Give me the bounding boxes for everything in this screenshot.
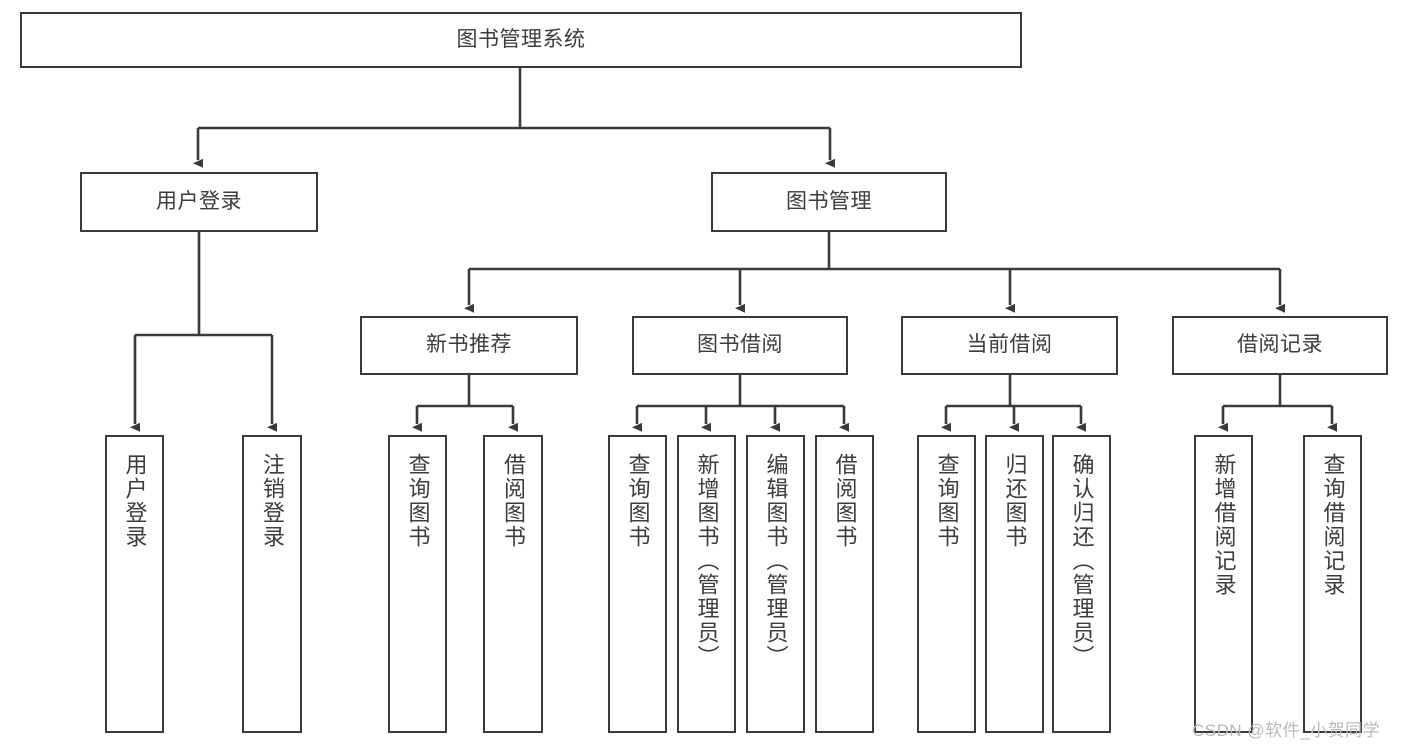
- node-user-login[interactable]: 用户登录: [80, 172, 318, 232]
- node-label: 查询借阅记录: [1320, 453, 1346, 597]
- node-leaf-add-borrow-record[interactable]: 新增借阅记录: [1194, 435, 1253, 733]
- node-current-borrow[interactable]: 当前借阅: [901, 316, 1118, 375]
- node-book-management[interactable]: 图书管理: [711, 172, 947, 232]
- node-label: 确认归还（管理员）: [1069, 453, 1095, 669]
- node-label: 借阅记录: [1237, 333, 1323, 357]
- node-label: 用户登录: [156, 189, 242, 213]
- node-label: 查询图书: [934, 453, 960, 549]
- node-leaf-borrow-book-2[interactable]: 借阅图书: [815, 435, 874, 733]
- node-leaf-confirm-return-admin[interactable]: 确认归还（管理员）: [1052, 435, 1111, 733]
- node-label: 图书管理系统: [456, 27, 586, 51]
- node-label: 新增借阅记录: [1211, 453, 1237, 597]
- node-label: 注销登录: [260, 453, 285, 549]
- node-leaf-borrow-book-1[interactable]: 借阅图书: [483, 435, 543, 733]
- node-leaf-query-book-2[interactable]: 查询图书: [608, 435, 667, 733]
- node-root-book-management-system[interactable]: 图书管理系统: [20, 12, 1022, 68]
- node-label: 查询图书: [625, 453, 651, 549]
- node-leaf-edit-book-admin[interactable]: 编辑图书（管理员）: [746, 435, 805, 733]
- node-label: 借阅图书: [501, 453, 526, 549]
- node-leaf-user-login[interactable]: 用户登录: [105, 435, 164, 733]
- node-label: 查询图书: [405, 453, 431, 549]
- node-book-borrow[interactable]: 图书借阅: [632, 316, 848, 375]
- node-label: 图书管理: [786, 189, 872, 213]
- node-new-book-recommend[interactable]: 新书推荐: [360, 316, 578, 375]
- node-label: 借阅图书: [832, 453, 858, 549]
- node-label: 用户登录: [122, 453, 148, 549]
- node-leaf-add-book-admin[interactable]: 新增图书（管理员）: [677, 435, 736, 733]
- node-label: 新增图书（管理员）: [694, 453, 720, 669]
- node-label: 新书推荐: [426, 333, 512, 357]
- node-label: 归还图书: [1002, 453, 1028, 549]
- node-leaf-logout-login[interactable]: 注销登录: [242, 435, 302, 733]
- node-borrow-record[interactable]: 借阅记录: [1172, 316, 1388, 375]
- node-label: 当前借阅: [966, 333, 1053, 357]
- node-leaf-query-borrow-record[interactable]: 查询借阅记录: [1303, 435, 1362, 733]
- node-leaf-query-book-3[interactable]: 查询图书: [917, 435, 976, 733]
- node-leaf-query-book-1[interactable]: 查询图书: [388, 435, 447, 733]
- node-label: 编辑图书（管理员）: [763, 453, 789, 669]
- node-label: 图书借阅: [697, 333, 783, 357]
- node-leaf-return-book[interactable]: 归还图书: [985, 435, 1044, 733]
